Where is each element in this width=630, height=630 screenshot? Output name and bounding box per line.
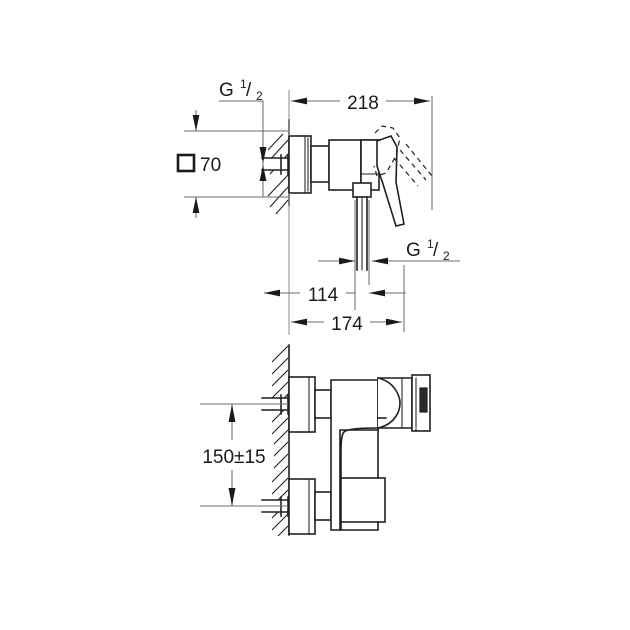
body-inner-contour <box>340 427 379 531</box>
thread-label-outlet: G 1 / 2 <box>372 237 460 265</box>
mixer-body-top <box>310 139 380 198</box>
body-inner-step <box>339 429 379 531</box>
aerator-opening <box>419 387 428 413</box>
escutcheon-top <box>288 135 312 194</box>
dimension-218: 218 <box>291 88 430 114</box>
lever-handle-top <box>376 135 405 227</box>
thread-outlet-denominator: 2 <box>443 249 450 263</box>
thread-outlet-numerator: 1 <box>427 237 434 251</box>
dimension-square-70: 70 <box>172 110 288 218</box>
bottom-view-group: 150±15 <box>194 344 431 537</box>
mixer-body-bottom <box>330 374 431 531</box>
lever-handle-alternate-position <box>373 125 433 187</box>
dimension-218-label: 218 <box>347 93 379 114</box>
inlet-lower-bottom-view <box>261 478 332 535</box>
thread-inlet-denominator: 2 <box>256 89 263 103</box>
thread-inlet-numerator: 1 <box>240 77 247 91</box>
top-view-group: 218 G 1 / 2 70 <box>172 77 460 335</box>
square-symbol-icon <box>176 153 196 173</box>
spout-curve <box>377 377 401 429</box>
thread-outlet-slash: / <box>433 240 439 261</box>
dimension-150-label: 150±15 <box>202 447 265 468</box>
dimension-114: 114 <box>264 281 406 306</box>
inlet-connection-top <box>261 154 297 175</box>
dimension-174: 174 <box>291 265 405 335</box>
outlet-pipes-top <box>356 196 368 271</box>
thread-inlet-G: G <box>219 80 234 101</box>
thread-label-inlet: G 1 / 2 <box>219 77 267 163</box>
dimension-114-label: 114 <box>308 285 339 306</box>
thread-outlet-G: G <box>406 240 421 261</box>
dimension-70-label: 70 <box>200 155 221 176</box>
dimension-174-label: 174 <box>331 314 363 335</box>
dimension-150: 150±15 <box>194 403 288 507</box>
thread-inlet-slash: / <box>246 80 252 101</box>
lower-outlet-block <box>340 477 386 523</box>
